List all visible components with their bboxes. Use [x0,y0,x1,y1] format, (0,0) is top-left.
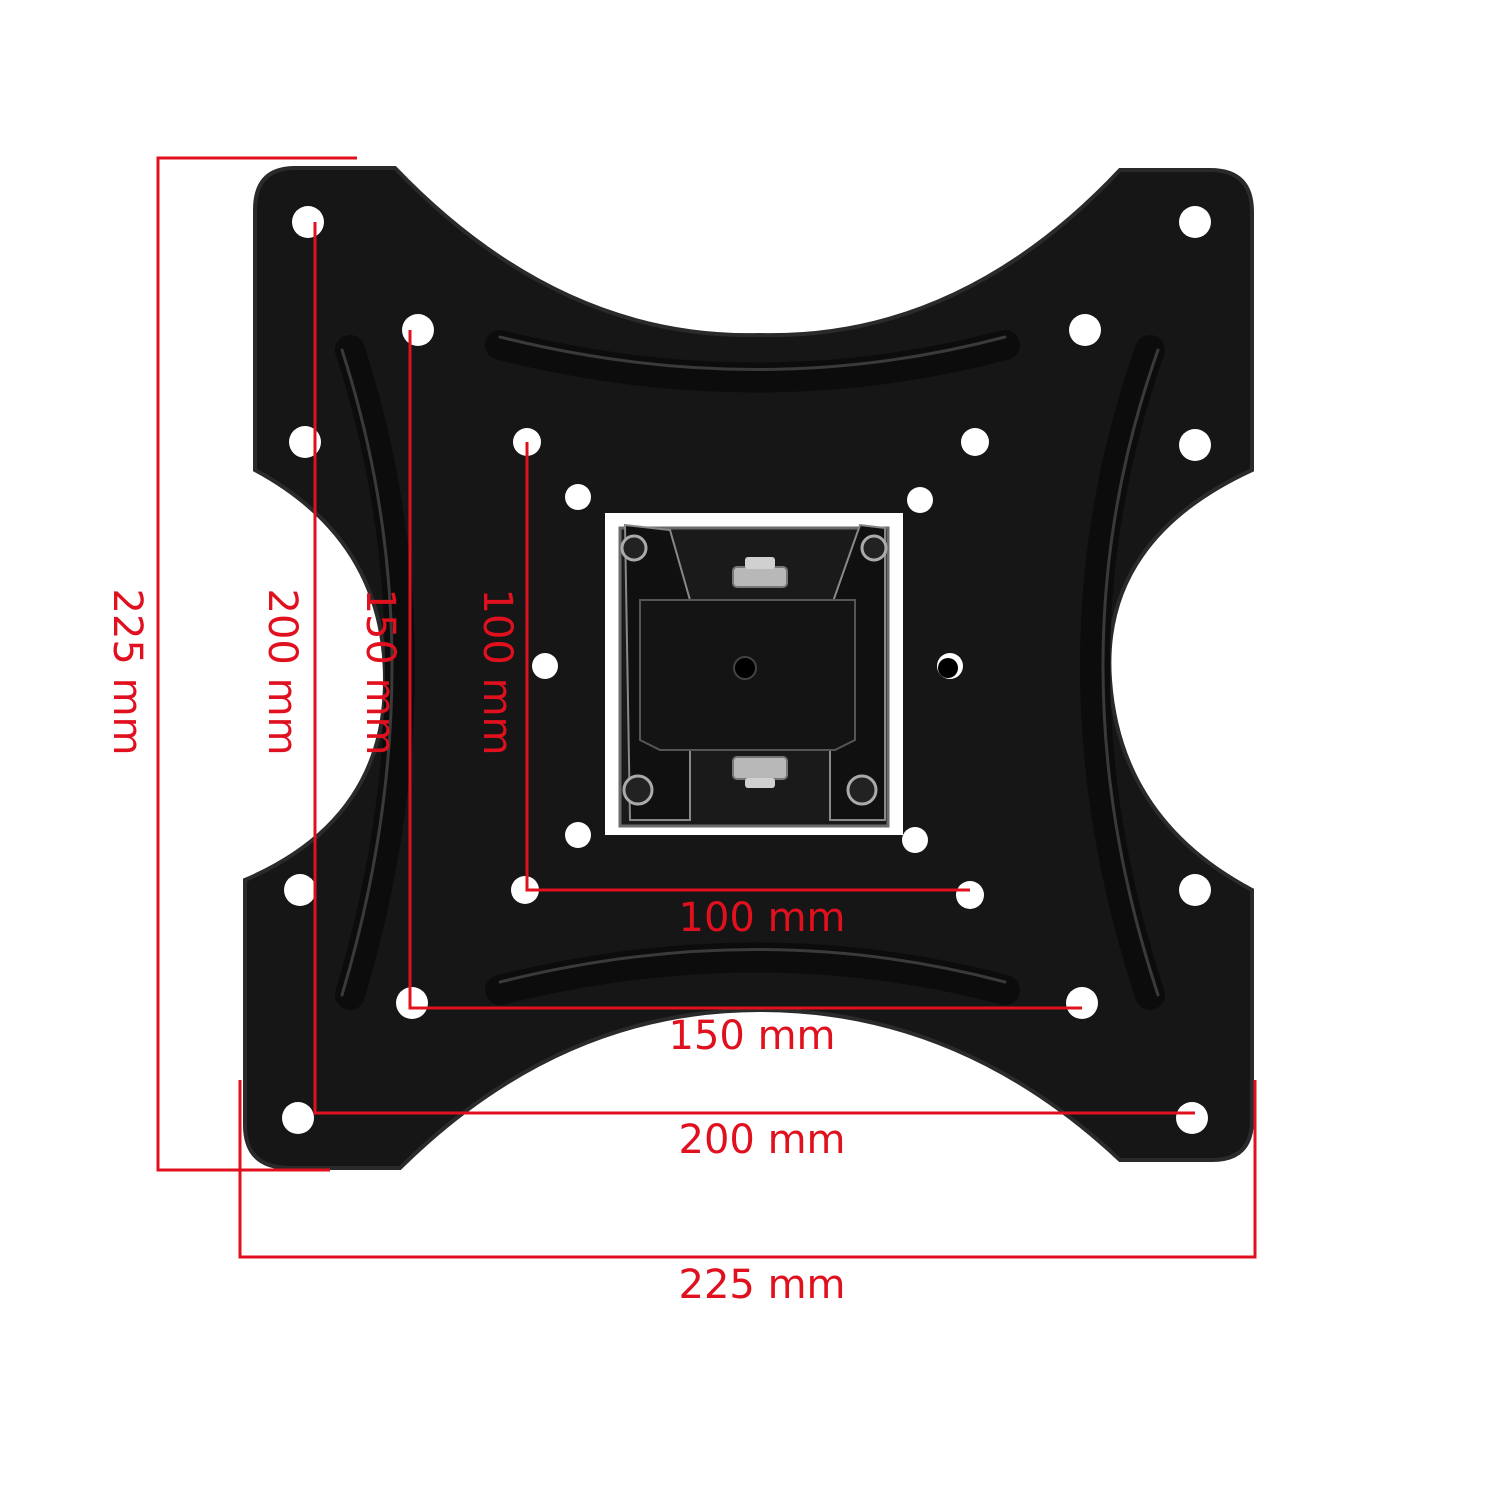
rib-bottom [485,942,1020,1005]
tilt-bracket [605,513,958,835]
bracket-hole-center [733,656,757,680]
hole-side-r-upper [1179,429,1211,461]
label-outer-height: 225 mm [104,589,150,756]
dim-200-line [313,222,1195,1115]
dimension-lines [156,156,1257,1259]
hole-200-tr [1179,206,1211,238]
label-outer-width: 225 mm [679,1262,846,1308]
dimension-labels: 225 mm 200 mm 150 mm 100 mm 100 mm 150 m… [104,589,846,1309]
hole-75-br [902,827,928,853]
hinge-bl [622,774,654,806]
mounting-holes [282,206,1211,1134]
hole-200-tl [292,206,324,238]
embossed-ribs [335,330,1165,1010]
hole-150-bl [396,987,428,1019]
hole-100-br [956,881,984,909]
rib-right [1080,335,1165,1010]
mount-plate [243,166,1254,1170]
dim-outer-height-line [156,156,357,1172]
hinge-br [846,774,878,806]
hole-150-tr [1069,314,1101,346]
hole-75-bl [565,822,591,848]
hole-150-tl [402,314,434,346]
label-vesa-200-height: 200 mm [259,589,305,756]
hole-100-tr [961,428,989,456]
hole-side-l-lower [284,874,316,906]
bolt-bottom [732,756,788,788]
dim-outer-width-line [238,1080,1257,1259]
hinge-tl [620,534,648,562]
label-vesa-150-height: 150 mm [357,589,403,756]
label-vesa-150-width: 150 mm [669,1013,836,1059]
bracket-hole-right [938,658,958,678]
hole-mid-l [532,653,558,679]
hole-75-tl [565,484,591,510]
hole-200-br [1176,1102,1208,1134]
rib-left [335,335,415,1010]
hole-side-l-upper [289,426,321,458]
hole-75-tr [907,487,933,513]
rib-top [485,330,1020,393]
label-vesa-100-width: 100 mm [679,895,846,941]
dim-100-line [525,442,970,892]
label-vesa-100-height: 100 mm [474,589,520,756]
label-vesa-200-width: 200 mm [679,1117,846,1163]
hole-200-bl [282,1102,314,1134]
hole-150-br [1066,987,1098,1019]
bolt-top [732,557,788,588]
hinge-tr [860,534,888,562]
hole-side-r-lower [1179,874,1211,906]
hole-100-bl [511,876,539,904]
dim-150-line [408,330,1082,1010]
